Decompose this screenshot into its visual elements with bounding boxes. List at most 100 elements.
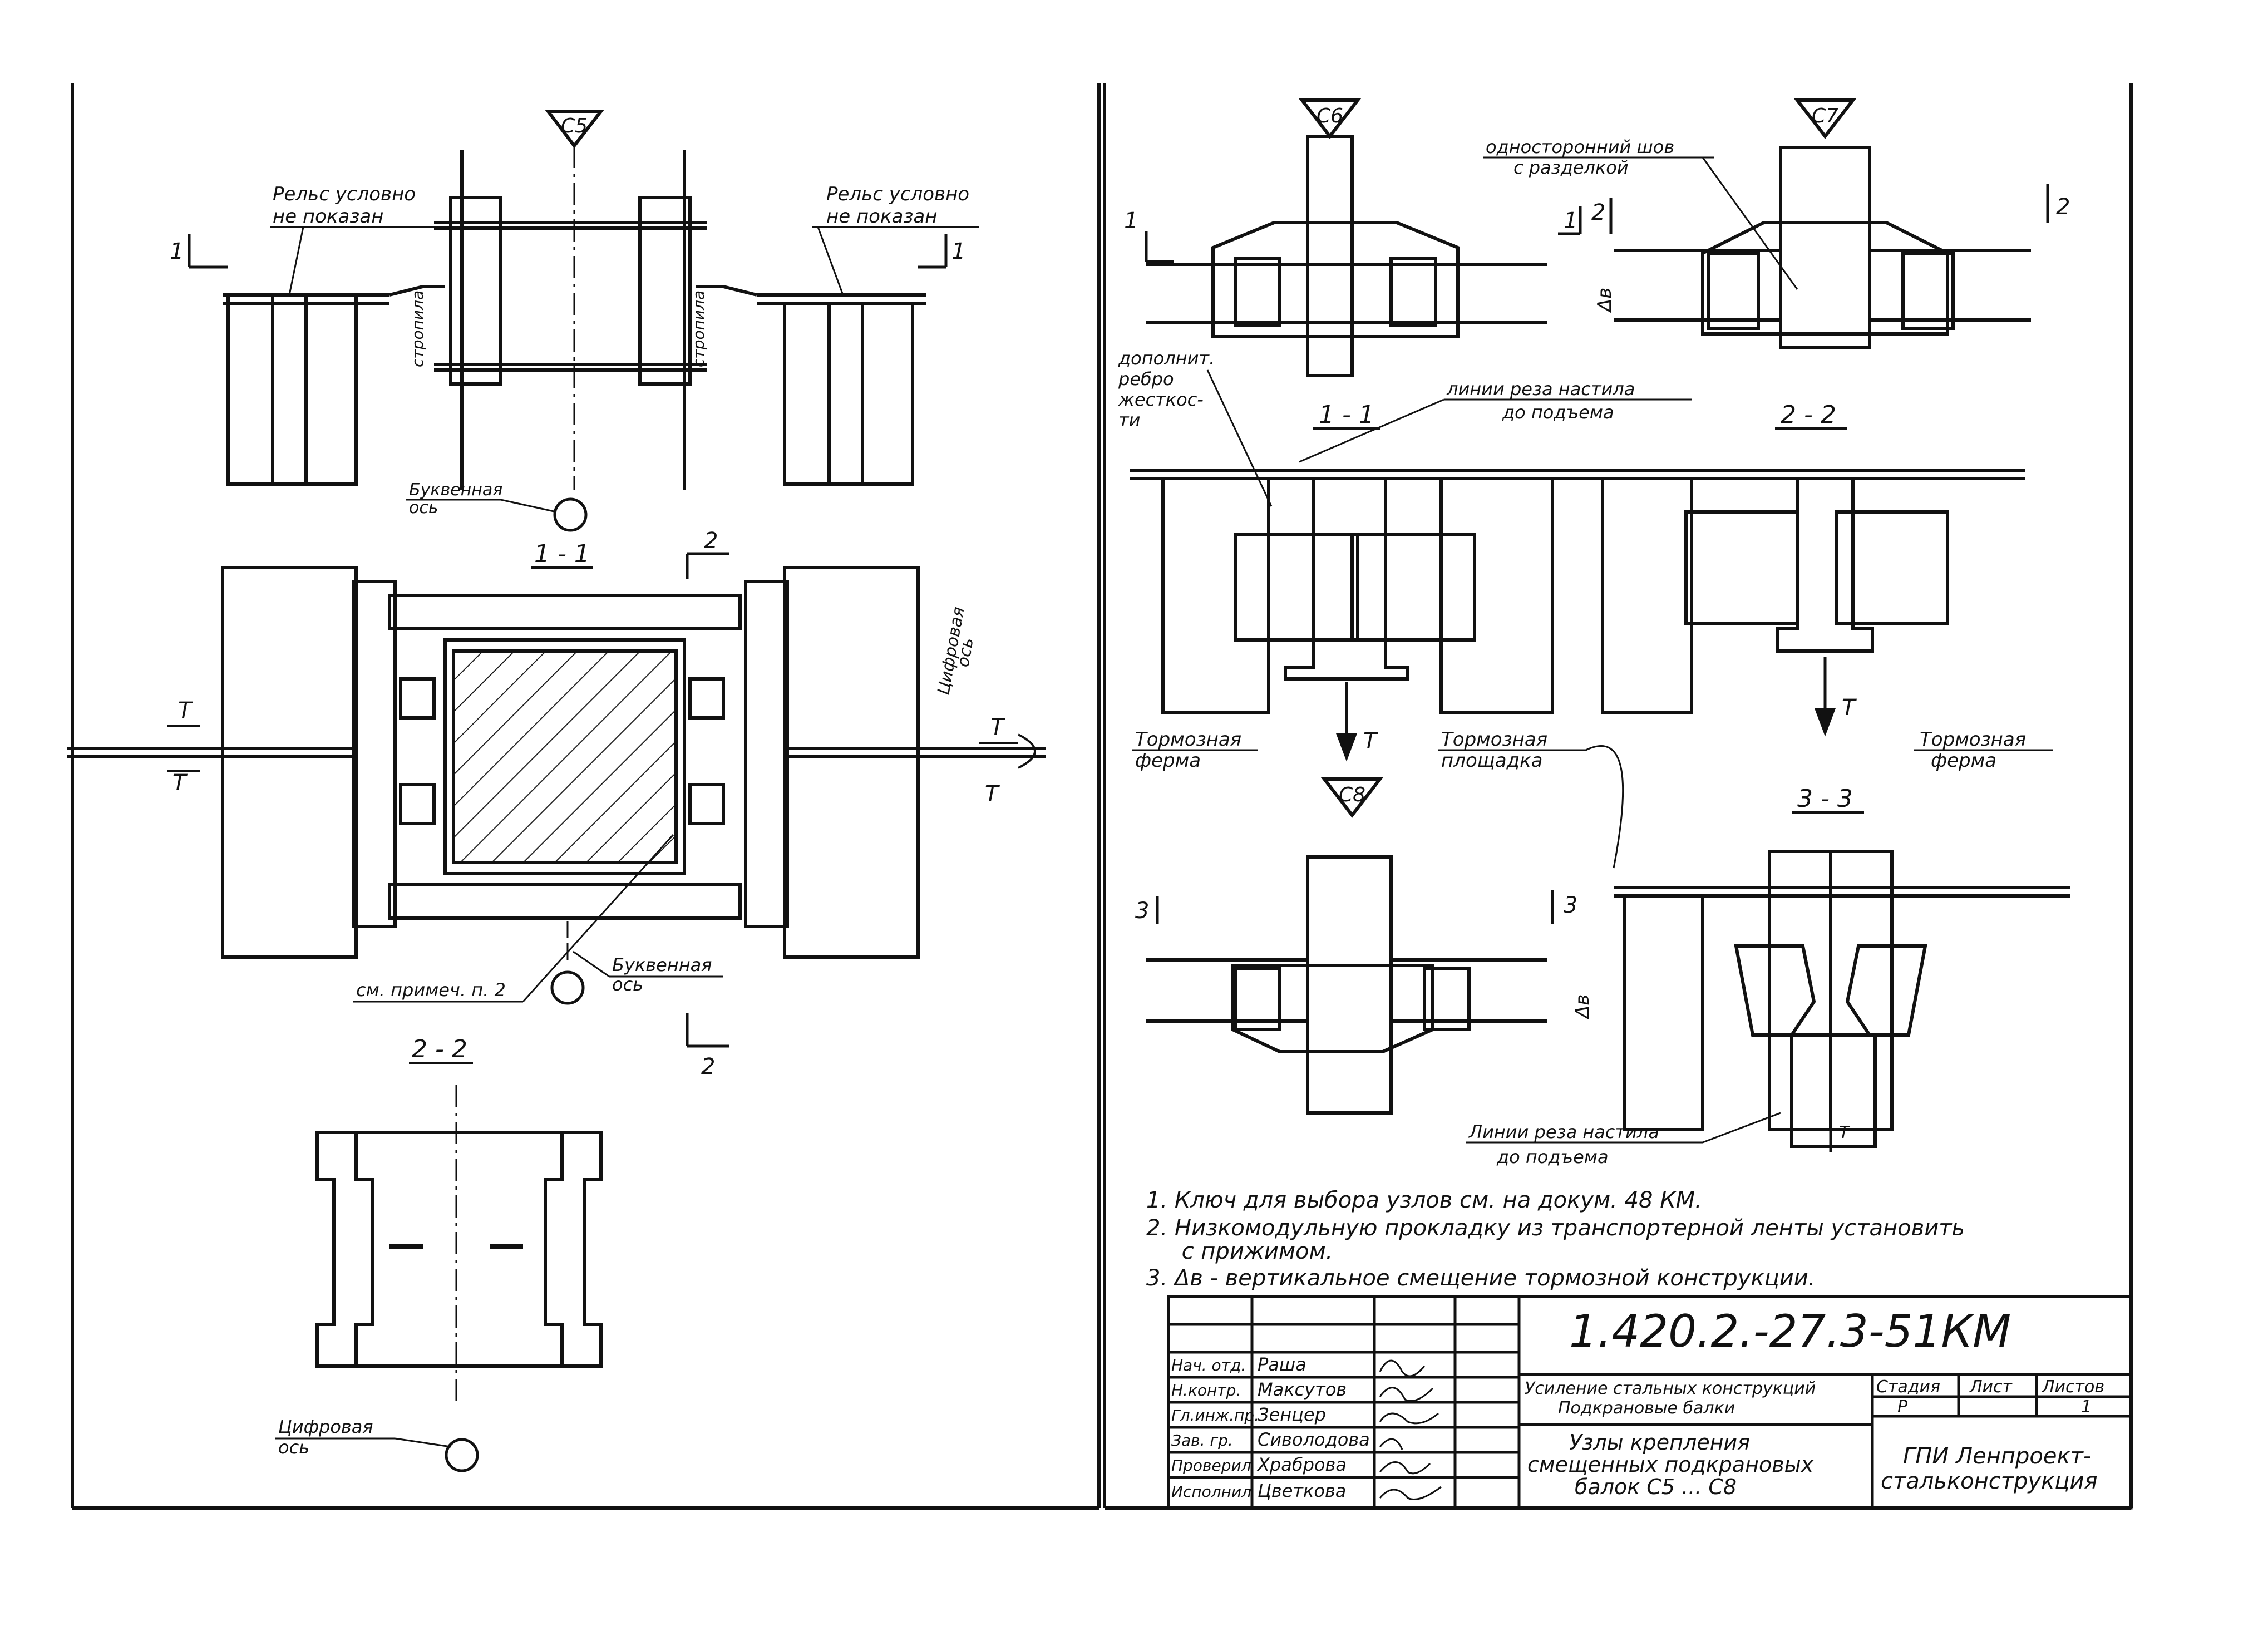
weld-label: односторонний шов с разделкой bbox=[1483, 136, 1798, 290]
section-1-1-right-title: 1 - 1 bbox=[1319, 401, 1374, 429]
c7-cut-right-label: 2 bbox=[2056, 194, 2070, 220]
sheet-label: Лист bbox=[1969, 1377, 2013, 1397]
section-1-1-left-title: 1 - 1 bbox=[534, 540, 590, 568]
section-2-2-left-title: 2 - 2 bbox=[412, 1035, 467, 1063]
organization-line1: ГПИ Ленпроект- bbox=[1903, 1443, 2091, 1469]
rail-label-left: Рельс условно не показан bbox=[270, 183, 434, 295]
marker-c5: C5 bbox=[544, 110, 605, 490]
section-1-1-right bbox=[1130, 469, 1603, 762]
marker-c6-label: C6 bbox=[1317, 105, 1343, 127]
project-title-line1: Усиление стальных конструкций bbox=[1525, 1379, 1816, 1398]
title-block bbox=[1167, 1295, 2133, 1510]
name-4: Сиволодова bbox=[1258, 1429, 1370, 1450]
column-outline bbox=[443, 638, 686, 875]
drawing-title-line1: Узлы крепления bbox=[1569, 1430, 1750, 1455]
cut-lines-bottom-label: Линии реза настила до подъема bbox=[1466, 1112, 1781, 1167]
cut-1-left-label: 1 bbox=[170, 239, 184, 264]
one-sided-weld-line1: односторонний шов bbox=[1486, 136, 1674, 157]
name-3: Зенцер bbox=[1258, 1404, 1326, 1425]
project-title-line2: Подкрановые балки bbox=[1558, 1398, 1735, 1418]
delta-b-c8: Δв bbox=[1571, 994, 1594, 1020]
brake-truss-right-line2: ферма bbox=[1931, 750, 1996, 772]
note-2-cont: с прижимом. bbox=[1146, 1239, 1333, 1264]
drawing-title-line2: смещенных подкрановых bbox=[1527, 1452, 1814, 1477]
digital-axis-right: Цифровая ось bbox=[934, 605, 978, 697]
rail-right-line1: Рельс условно bbox=[826, 183, 969, 205]
marker-c8: C8 bbox=[1320, 777, 1384, 818]
extra-rib-line4: ти bbox=[1118, 410, 1140, 431]
low-modulus-pad bbox=[452, 649, 678, 864]
names: Раша Максутов Зенцер Сиволодова Храброва… bbox=[1256, 1354, 1370, 1501]
note-3: 3. Δв - вертикальное смещение тормозной … bbox=[1146, 1265, 1816, 1291]
cut-lines-top-line1: линии реза настила bbox=[1446, 378, 1635, 400]
force-T-s11: T bbox=[1363, 728, 1379, 754]
cut-2-top-label: 2 bbox=[704, 528, 718, 554]
digital-axis-bottom: Цифровая ось bbox=[275, 1416, 479, 1472]
force-T-left-bottom: T bbox=[172, 770, 188, 796]
rail-left-line1: Рельс условно bbox=[273, 183, 416, 205]
role-3: Гл.инж.пр. bbox=[1171, 1406, 1259, 1425]
node-c7 bbox=[1614, 146, 2031, 349]
force-T-left-top: T bbox=[178, 698, 194, 723]
role-6: Исполнил bbox=[1171, 1482, 1251, 1501]
stage-label: Стадия bbox=[1876, 1377, 1940, 1397]
sheets-value: 1 bbox=[2081, 1397, 2092, 1417]
note-ref: см. примеч. п. 2 bbox=[356, 979, 506, 1001]
force-T-s22: T bbox=[1842, 695, 1857, 721]
letter-axis-top-line1: Буквенная bbox=[409, 480, 502, 500]
section-1-1-plan bbox=[67, 566, 1046, 959]
c6-cut-right-label: 1 bbox=[1564, 208, 1577, 234]
name-1: Раша bbox=[1258, 1354, 1306, 1375]
right-frame bbox=[1103, 83, 2133, 1510]
cut-1-right-label: 1 bbox=[951, 239, 965, 264]
notes: 1. Ключ для выбора узлов см. на докум. 4… bbox=[1146, 1187, 1965, 1291]
rail-left-line2: не показан bbox=[273, 205, 384, 228]
brake-platform-line2: площадка bbox=[1441, 750, 1543, 772]
marker-c5-label: C5 bbox=[561, 115, 588, 137]
sheets-label: Листов bbox=[2042, 1377, 2104, 1397]
extra-rib-label: дополнит. ребро жесткос- ти bbox=[1118, 348, 1273, 507]
top-elevation bbox=[223, 150, 926, 490]
cut-lines-top-line2: до подъема bbox=[1502, 402, 1614, 423]
letter-axis-mid-line1: Буквенная bbox=[612, 954, 712, 975]
left-frame bbox=[71, 83, 1101, 1510]
cut-lines-bottom-line2: до подъема bbox=[1496, 1146, 1609, 1167]
marker-c6: C6 bbox=[1298, 98, 1362, 139]
cut-mark-1-right bbox=[918, 234, 948, 269]
brake-truss-right-label: Тормозная ферма bbox=[1914, 728, 2053, 772]
cut-mark-c6-left bbox=[1145, 231, 1174, 263]
force-T-right-top: T bbox=[990, 714, 1006, 740]
stropila-left: стропила bbox=[408, 290, 427, 367]
marker-c8-label: C8 bbox=[1339, 783, 1365, 806]
cut-mark-2-top bbox=[686, 552, 729, 579]
stropila-right: стропила bbox=[689, 290, 708, 367]
section-3-3 bbox=[1614, 850, 2070, 1152]
digital-axis-bottom-line1: Цифровая bbox=[278, 1416, 373, 1437]
rail-right-line2: не показан bbox=[826, 205, 938, 228]
cut-mark-c6-right bbox=[1558, 206, 1582, 235]
note-1: 1. Ключ для выбора узлов см. на докум. 4… bbox=[1146, 1187, 1702, 1213]
cut-2-bottom-label: 2 bbox=[701, 1054, 715, 1080]
role-5: Проверил bbox=[1171, 1456, 1251, 1475]
c8-cut-right-label: 3 bbox=[1564, 893, 1577, 918]
cut-mark-1-left bbox=[188, 234, 228, 269]
signatures bbox=[1379, 1359, 1442, 1500]
c6-cut-left-label: 1 bbox=[1124, 208, 1138, 234]
extra-rib-line2: ребро bbox=[1118, 368, 1174, 390]
cut-lines-top-label: линии реза настила до подъема bbox=[1299, 378, 1692, 463]
c7-cut-left-label: 2 bbox=[1591, 200, 1605, 225]
node-c6 bbox=[1146, 135, 1547, 377]
brake-truss-left-line1: Тормозная bbox=[1135, 728, 1241, 751]
section-3-3-title: 3 - 3 bbox=[1797, 785, 1853, 813]
digital-axis-bottom-line2: ось bbox=[278, 1437, 309, 1458]
brake-platform-line1: Тормозная bbox=[1441, 728, 1547, 751]
role-2: Н.контр. bbox=[1171, 1381, 1241, 1400]
drawing-title-line3: балок С5 ... С8 bbox=[1575, 1475, 1737, 1499]
brake-truss-left-line2: ферма bbox=[1135, 750, 1201, 772]
roles: Нач. отд. Н.контр. Гл.инж.пр. Зав. гр. П… bbox=[1171, 1356, 1259, 1501]
cut-lines-bottom-line1: Линии реза настила bbox=[1468, 1121, 1659, 1142]
letter-axis-top-line2: ось bbox=[409, 498, 438, 518]
cut-mark-2-bottom bbox=[686, 1013, 729, 1048]
rail-label-right: Рельс условно не показан bbox=[812, 183, 979, 295]
